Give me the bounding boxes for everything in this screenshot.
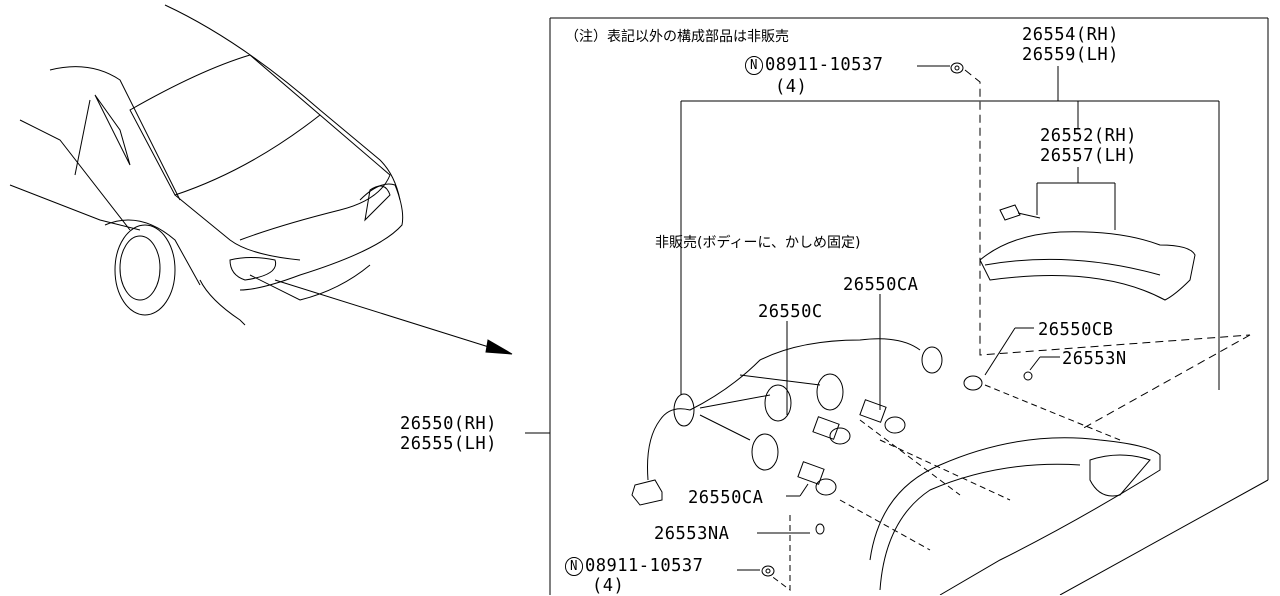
part-number-26550ca-bottom: 26550CA	[688, 487, 764, 508]
leader-lines	[680, 65, 1251, 591]
part-number-26550ca-top: 26550CA	[843, 274, 919, 295]
part-number-26555-lh: 26555(LH)	[400, 433, 497, 454]
diagram-frame	[525, 17, 1269, 595]
part-number-26553n: 26553N	[1062, 348, 1127, 369]
n-symbol-icon: N	[565, 557, 584, 576]
part-number-26550-rh: 26550(RH)	[400, 413, 497, 434]
nut-top-quantity: (4)	[775, 76, 808, 97]
car-rear-illustration	[9, 4, 513, 355]
nut-top-number: 08911-10537	[764, 54, 884, 75]
part-number-26559-lh: 26559(LH)	[1022, 44, 1119, 65]
part-number-26553na: 26553NA	[654, 523, 730, 544]
nut-bottom-quantity: (4)	[592, 575, 625, 596]
not-sold-note: 非販売(ボディーに、かしめ固定)	[655, 235, 861, 251]
parts-illustration	[631, 62, 1196, 595]
part-number-26554-rh: 26554(RH)	[1022, 24, 1119, 45]
note-text: （注）表記以外の構成部品は非販売	[565, 29, 789, 45]
part-number-26557-lh: 26557(LH)	[1040, 145, 1137, 166]
part-number-26552-rh: 26552(RH)	[1040, 125, 1137, 146]
n-symbol-icon: N	[745, 56, 764, 75]
nut-bottom-number: 08911-10537	[584, 555, 704, 576]
part-number-26550cb: 26550CB	[1038, 319, 1114, 340]
part-number-26550c: 26550C	[758, 301, 823, 322]
